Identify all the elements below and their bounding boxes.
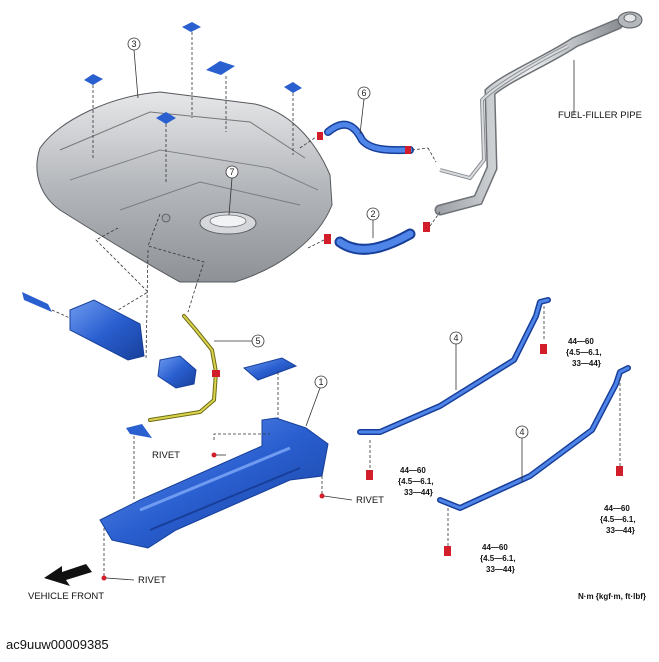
callout-7: 7	[225, 165, 239, 216]
callout-4-lower: 4	[515, 425, 529, 482]
svg-text:1: 1	[318, 377, 323, 387]
svg-text:7: 7	[229, 167, 234, 177]
svg-text:5: 5	[255, 336, 260, 346]
hose-6	[317, 120, 414, 155]
svg-text:4: 4	[453, 333, 458, 343]
heat-shield-1	[99, 417, 329, 549]
callout-4-upper: 4	[449, 331, 463, 390]
svg-text:33—44}: 33—44}	[572, 359, 601, 368]
shield-leaders	[51, 213, 279, 444]
rivet-label-upper: RIVET	[152, 450, 180, 461]
svg-text:2: 2	[370, 209, 375, 219]
fuel-tank	[36, 91, 333, 283]
rivet-marks	[101, 452, 325, 581]
torque-spec-2: 44—60 {4.5—6.1, 33—44}	[398, 466, 434, 497]
callout-5: 5	[214, 334, 265, 348]
torque-spec-3: 44—60 {4.5—6.1, 33—44}	[480, 543, 516, 574]
svg-text:{4.5—6.1,: {4.5—6.1,	[398, 477, 434, 486]
hose-leaders	[299, 136, 441, 249]
fuel-filler-pipe	[434, 11, 643, 216]
rivet-leaders	[103, 433, 323, 576]
pipe-5	[148, 314, 220, 422]
tank-strap-upper	[357, 297, 551, 435]
svg-text:44—60: 44—60	[568, 337, 594, 346]
strap-bolts	[366, 344, 623, 556]
svg-text:44—60: 44—60	[482, 543, 508, 552]
callout-3: 3	[127, 37, 141, 99]
figure-id: ac9uuw00009385	[6, 637, 109, 652]
fuel-filler-pipe-label: FUEL-FILLER PIPE	[558, 110, 642, 121]
svg-text:{4.5—6.1,: {4.5—6.1,	[600, 515, 636, 524]
svg-text:{4.5—6.1,: {4.5—6.1,	[566, 348, 602, 357]
heat-shield-left	[22, 292, 298, 438]
callout-2: 2	[366, 207, 380, 238]
insulator-pads	[84, 22, 302, 124]
rivet-label-lower: RIVET	[138, 575, 166, 586]
vehicle-front-label: VEHICLE FRONT	[28, 591, 104, 602]
svg-text:33—44}: 33—44}	[606, 526, 635, 535]
pad-leaders	[92, 32, 294, 184]
pipe5-leader	[187, 285, 197, 313]
torque-unit-note: N·m {kgf·m, ft·lbf}	[578, 592, 646, 601]
vehicle-front-arrow-icon	[44, 564, 92, 586]
callout-6: 6	[357, 86, 371, 135]
svg-text:44—60: 44—60	[604, 504, 630, 513]
strap-leaders	[369, 306, 621, 546]
callout-1: 1	[305, 375, 328, 427]
torque-spec-1: 44—60 {4.5—6.1, 33—44}	[566, 337, 602, 368]
svg-text:4: 4	[519, 427, 524, 437]
svg-text:33—44}: 33—44}	[404, 488, 433, 497]
svg-text:6: 6	[361, 88, 366, 98]
svg-text:33—44}: 33—44}	[486, 565, 515, 574]
svg-text:3: 3	[131, 39, 136, 49]
svg-text:44—60: 44—60	[400, 466, 426, 475]
svg-text:{4.5—6.1,: {4.5—6.1,	[480, 554, 516, 563]
hose-2	[324, 222, 430, 255]
rivet-label-right: RIVET	[356, 495, 384, 506]
torque-spec-4: 44—60 {4.5—6.1, 33—44}	[600, 504, 636, 535]
tank-strap-lower	[437, 365, 631, 511]
